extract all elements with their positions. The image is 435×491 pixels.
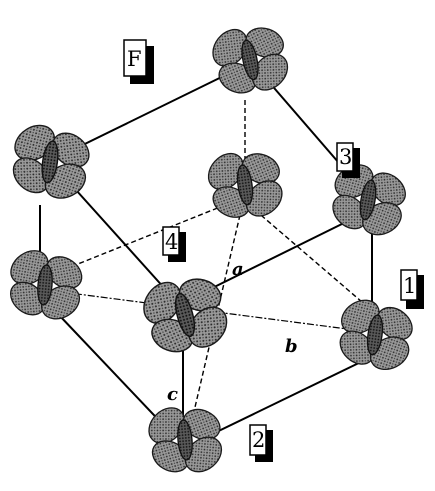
svg-text:F: F [127, 47, 142, 71]
orbital-bottom [139, 395, 231, 484]
edge-bottom-right [199, 359, 366, 441]
orbital-upper-left [0, 113, 101, 211]
svg-text:1: 1 [403, 274, 416, 298]
site-label-4: 4 [162, 226, 186, 262]
svg-text:3: 3 [339, 145, 352, 169]
dashed-lines [57, 100, 363, 421]
site-label-3: 3 [336, 142, 360, 178]
orbital-left [0, 240, 91, 329]
svg-text:2: 2 [252, 428, 265, 452]
axis-label-a: a [232, 259, 244, 280]
site-label-2: 2 [249, 424, 273, 462]
cell-edges [39, 67, 373, 441]
orbital-center [128, 259, 242, 370]
axis-label-c: c [167, 384, 178, 405]
site-label-1: 1 [400, 269, 424, 309]
svg-text:4: 4 [165, 230, 178, 254]
orbital-right-3 [319, 152, 418, 248]
orbital-top [199, 11, 300, 109]
site-label-f: F [123, 39, 154, 84]
dash-center-to-left [57, 204, 226, 273]
axis-label-b: b [285, 336, 298, 357]
